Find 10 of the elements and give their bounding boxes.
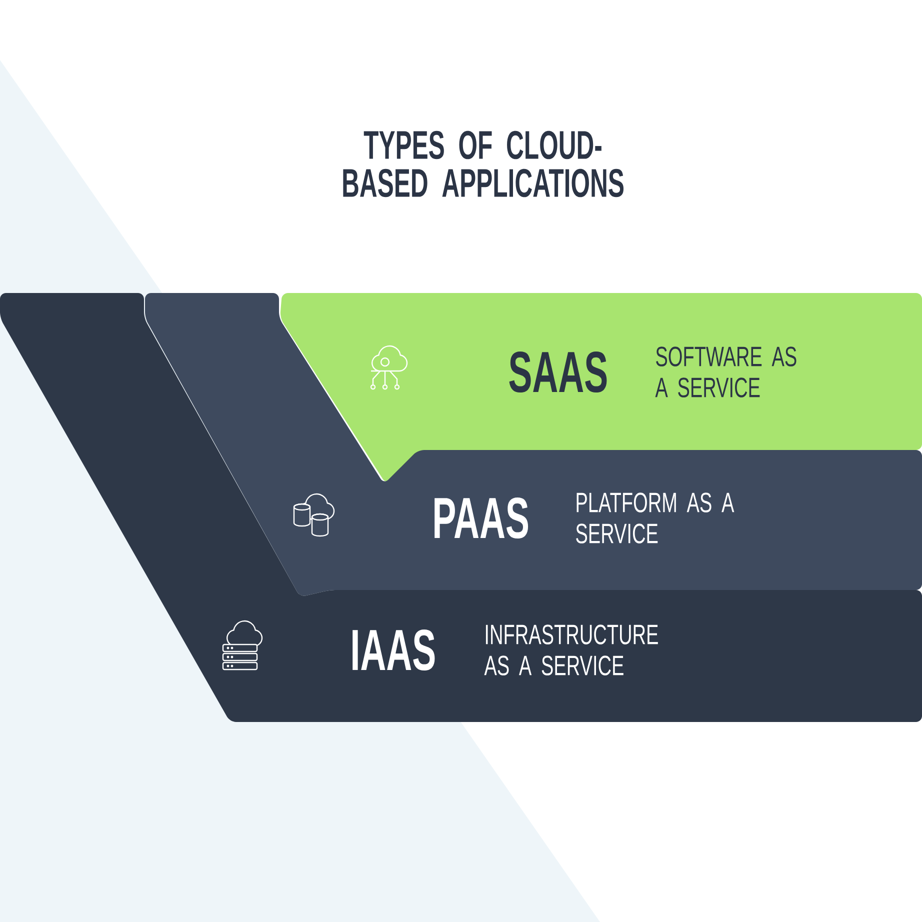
band-shape bbox=[280, 293, 922, 482]
band-shape bbox=[0, 293, 922, 722]
type-description: SOFTWARE AS A SERVICE bbox=[655, 346, 796, 398]
band-shape bbox=[145, 293, 922, 596]
type-description: PLATFORM AS A SERVICE bbox=[576, 492, 734, 544]
type-name: PAAS bbox=[434, 497, 528, 539]
type-name: SAAS bbox=[509, 351, 607, 393]
type-name: IAAS bbox=[352, 629, 435, 671]
title: TYPES OF CLOUD-BASED APPLICATIONS bbox=[343, 130, 624, 198]
type-description: INFRASTRUCTURE AS A SERVICE bbox=[484, 624, 658, 676]
